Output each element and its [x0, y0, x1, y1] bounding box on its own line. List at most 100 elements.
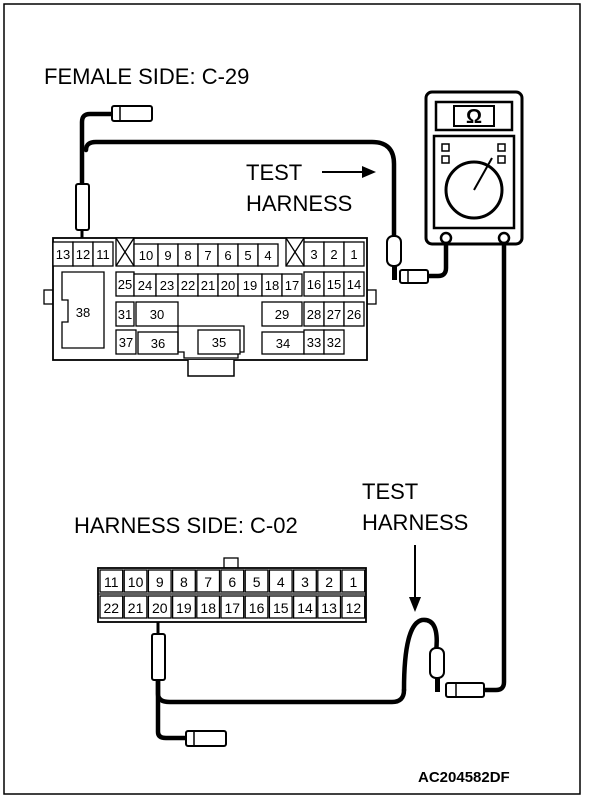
pin-label: 11	[104, 574, 119, 590]
test-harness-bottom-line2: HARNESS	[362, 510, 468, 535]
pin-cavity	[99, 569, 124, 593]
probe-top-small	[111, 105, 153, 122]
pin-cavity	[244, 569, 269, 593]
female-side-label: FEMALE SIDE: C-29	[44, 64, 249, 89]
pin-label: 15	[273, 600, 289, 616]
probe-lower-clip	[429, 647, 485, 698]
pin-label: 3	[301, 574, 309, 590]
connector-c29	[43, 237, 377, 377]
pin-label: 20	[152, 600, 168, 616]
pin-label: 4	[277, 574, 285, 590]
pin-label: 36	[151, 336, 165, 351]
pin-label: 5	[253, 574, 261, 590]
pin-label: 15	[327, 277, 341, 292]
pin-label: 30	[150, 307, 164, 322]
pin-label: 11	[96, 247, 110, 262]
pin-label: 3	[310, 247, 317, 262]
figure-code: AC204582DF	[418, 769, 510, 786]
pin-label: 31	[118, 307, 132, 322]
pin-cavity	[171, 595, 196, 619]
plug-pin-20	[151, 616, 166, 681]
pin-label: 9	[156, 574, 164, 590]
pin-label: 18	[200, 600, 216, 616]
pin-label: 23	[160, 278, 174, 293]
multimeter-icon: Ω	[424, 90, 524, 246]
pin-label: 7	[204, 574, 212, 590]
test-harness-top-line2: HARNESS	[246, 191, 352, 216]
pin-label: 19	[176, 600, 192, 616]
pin-label: 27	[327, 307, 341, 322]
pin-label: 38	[76, 305, 90, 320]
pin-label: 25	[118, 277, 132, 292]
pin-label: 32	[327, 335, 341, 350]
pin-label: 18	[265, 278, 279, 293]
pin-cavity	[244, 595, 269, 619]
pin-label: 28	[307, 307, 321, 322]
pin-label: 1	[350, 574, 358, 590]
ohm-symbol: Ω	[466, 106, 482, 128]
pin-label: 21	[128, 600, 144, 616]
harness-side-label: HARNESS SIDE: C-02	[74, 513, 298, 538]
pin-label: 10	[139, 248, 153, 263]
pin-label: 19	[243, 278, 257, 293]
figure-border	[3, 3, 581, 795]
pin-label: 16	[307, 277, 321, 292]
pin-label: 33	[307, 335, 321, 350]
pin-label: 35	[212, 335, 226, 350]
pin-cavity	[99, 595, 124, 619]
pin-cavity	[147, 569, 172, 593]
pin-label: 2	[330, 247, 337, 262]
pin-label: 20	[221, 278, 235, 293]
pin-label: 14	[347, 277, 361, 292]
pin-label: 21	[201, 278, 215, 293]
pin-cavity	[171, 569, 196, 593]
pin-label: 17	[285, 278, 299, 293]
connector-c29-pins: 13 12 11 10 9 8 7 6 5 4 3 2 1 25 24 23 2…	[56, 247, 361, 351]
pin-label: 10	[128, 574, 144, 590]
probe-bottom-small	[185, 730, 227, 747]
pin-label: 14	[297, 600, 313, 616]
pin-label: 22	[181, 278, 195, 293]
pin-label: 34	[276, 336, 290, 351]
pin-cavity	[292, 569, 317, 593]
pin-label: 9	[164, 248, 171, 263]
pin-cavity	[341, 595, 366, 619]
pin-label: 13	[321, 600, 337, 616]
pin-label: 16	[249, 600, 265, 616]
pin-label: 24	[138, 278, 152, 293]
test-harness-top-line1: TEST	[246, 160, 302, 185]
pin-label: 6	[224, 248, 231, 263]
pin-cavity	[268, 595, 293, 619]
pin-label: 8	[180, 574, 188, 590]
pin-label: 6	[228, 574, 236, 590]
pin-cavity	[196, 595, 221, 619]
pin-label: 4	[264, 248, 271, 263]
arrow-down-icon	[409, 545, 421, 612]
connector-c02-grid	[99, 569, 366, 619]
pin-cavity	[196, 569, 221, 593]
test-harness-bottom-line1: TEST	[362, 479, 418, 504]
pin-label: 1	[350, 247, 357, 262]
pin-cavity	[292, 595, 317, 619]
pin-cavity	[123, 569, 148, 593]
pin-cavity	[123, 595, 148, 619]
pin-cavity	[268, 569, 293, 593]
arrow-right-icon	[322, 166, 376, 178]
pin-cavity	[341, 569, 366, 593]
pin-cavity	[220, 595, 245, 619]
pin-label: 13	[56, 247, 70, 262]
pin-label: 8	[184, 248, 191, 263]
pin-label: 29	[275, 307, 289, 322]
pin-label: 7	[204, 248, 211, 263]
pin-label: 37	[119, 335, 133, 350]
pin-label: 2	[325, 574, 333, 590]
pin-cavity	[147, 595, 172, 619]
pin-cavity	[220, 569, 245, 593]
pin-label: 26	[347, 307, 361, 322]
probe-right-clip	[386, 235, 429, 284]
test-harness-wires	[79, 111, 507, 741]
pin-label: 17	[225, 600, 241, 616]
